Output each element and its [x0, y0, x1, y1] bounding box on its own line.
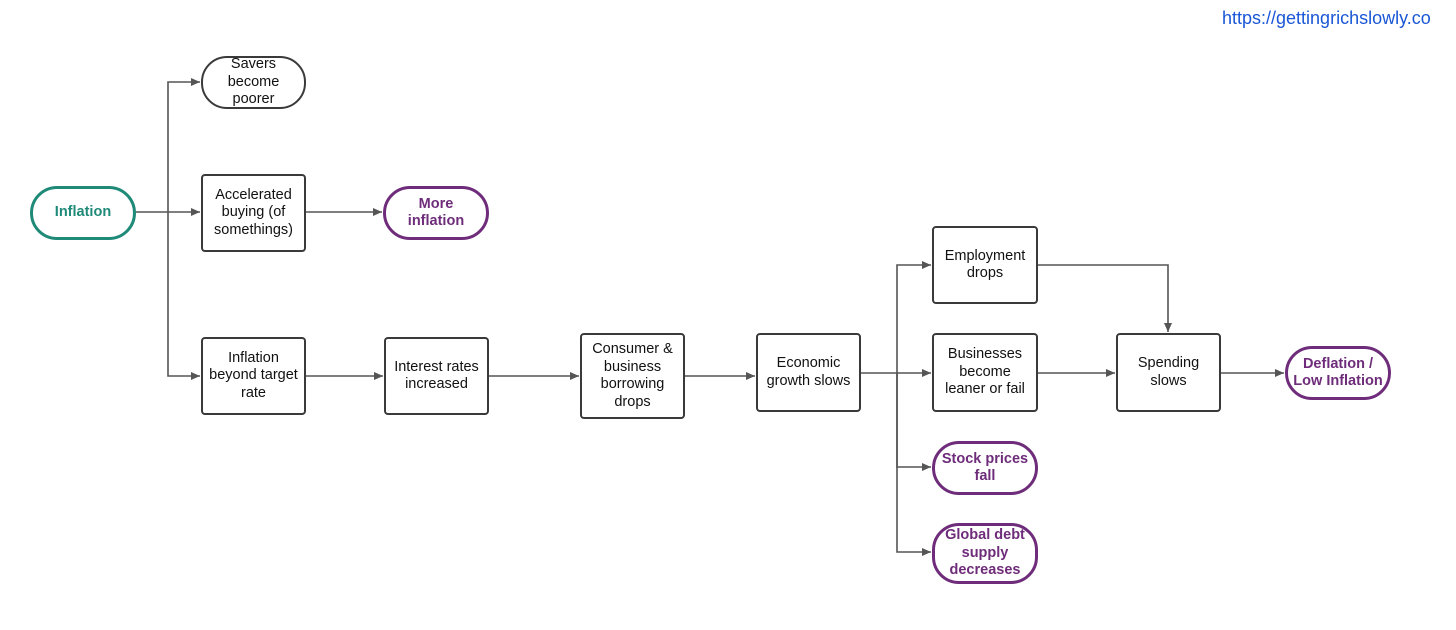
node-savers-poorer: Savers become poorer: [201, 56, 306, 109]
node-economic-growth-slows-label: Economic growth slows: [766, 355, 851, 389]
node-interest-rates-increased-label: Interest rates increased: [394, 358, 479, 393]
node-inflation-beyond-target-label: Inflation beyond target rate: [209, 349, 298, 401]
node-stock-prices-fall: Stock prices fall: [932, 441, 1038, 495]
node-inflation-beyond-target: Inflation beyond target rate: [201, 337, 306, 415]
node-inflation: Inflation: [30, 186, 136, 240]
node-stock-prices-fall-label: Stock prices fall: [941, 450, 1029, 485]
edge-growth-to-stock-prices: [896, 373, 931, 471]
node-inflation-label: Inflation: [54, 204, 112, 221]
node-more-inflation-label: More inflation: [407, 195, 465, 230]
edge-inflation-to-beyond-target: [167, 212, 200, 380]
source-url-link[interactable]: https://gettingrichslowly.co: [1222, 8, 1431, 28]
edge-growth-to-employment: [896, 261, 931, 373]
node-accelerated-buying-label: Accelerated buying (of somethings): [214, 186, 293, 238]
node-employment-drops-label: Employment drops: [944, 247, 1026, 282]
node-employment-drops: Employment drops: [932, 226, 1038, 304]
node-accelerated-buying: Accelerated buying (of somethings): [201, 174, 306, 252]
node-more-inflation: More inflation: [383, 186, 489, 240]
node-economic-growth-slows: Economic growth slows: [756, 333, 861, 412]
edge-growth-to-global-debt: [896, 373, 931, 556]
node-spending-slows-label: Spending slows: [1137, 355, 1200, 389]
node-global-debt-supply-label: Global debt supply decreases: [945, 527, 1025, 579]
edge-inflation-to-savers: [167, 78, 200, 212]
node-deflation-low-inflation-label: Deflation / Low Inflation: [1293, 355, 1383, 390]
node-deflation-low-inflation: Deflation / Low Inflation: [1285, 346, 1391, 400]
node-interest-rates-increased: Interest rates increased: [384, 337, 489, 415]
node-businesses-leaner: Businesses become leaner or fail: [932, 333, 1038, 412]
node-borrowing-drops: Consumer & business borrowing drops: [580, 333, 685, 419]
node-global-debt-supply: Global debt supply decreases: [932, 523, 1038, 584]
node-borrowing-drops-label: Consumer & business borrowing drops: [592, 341, 673, 410]
edge-employment-to-spending: [1038, 264, 1172, 332]
node-businesses-leaner-label: Businesses become leaner or fail: [945, 346, 1025, 398]
node-spending-slows: Spending slows: [1116, 333, 1221, 412]
node-savers-poorer-label: Savers become poorer: [227, 56, 280, 108]
